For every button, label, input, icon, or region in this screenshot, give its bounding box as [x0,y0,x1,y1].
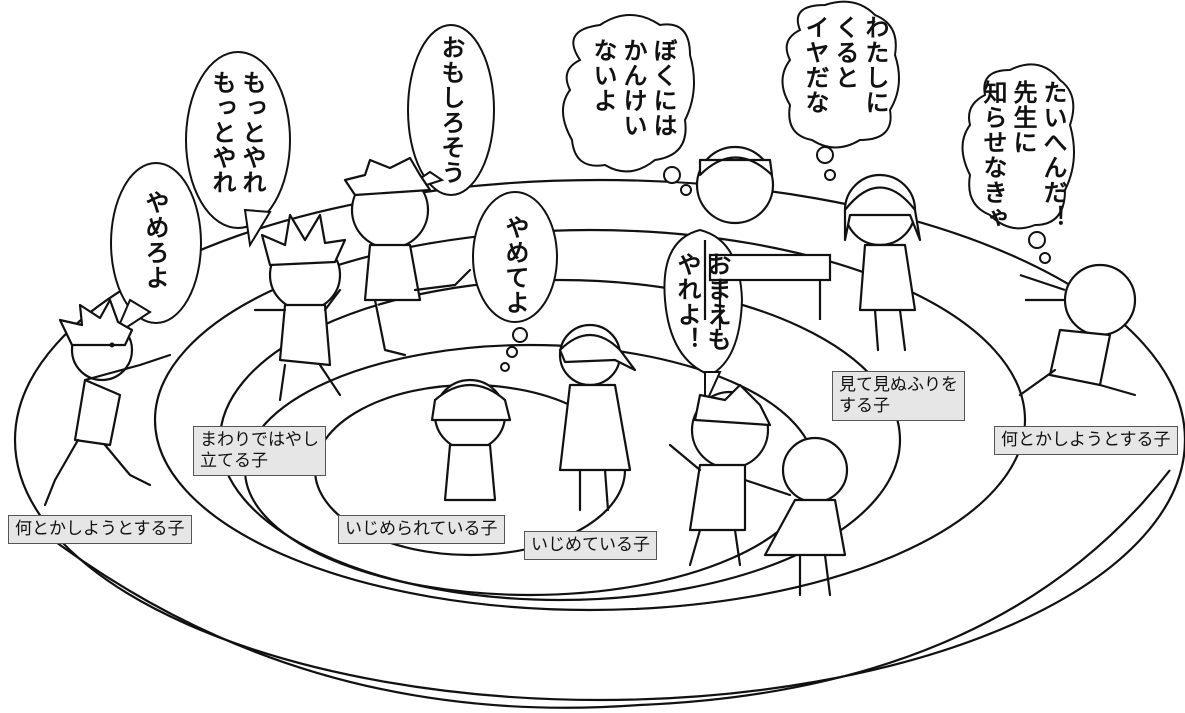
kid-laughing [343,156,472,357]
label-defenders-right: 何とかしようとする子 [994,426,1178,455]
thought-bubble-watashi [781,0,900,149]
speech-yamete: やめてよ [501,215,529,315]
ring-outer [14,178,1185,709]
speech-taihen: たいへんだ！ 先生に 知らせなきゃ [979,80,1067,230]
thought-bubble-taihen [961,63,1075,230]
kid-bullied-crying [430,378,512,502]
kid-girl-watching [843,173,922,352]
kid-cheering [253,213,347,402]
label-defenders-left: 何とかしようとする子 [8,515,192,544]
kid-stopping-left [43,298,172,507]
label-center-bullied: いじめられている子 [338,515,505,544]
speech-bokuni: ぼくには かんけい ないよ [589,38,677,138]
thought-bubble-bokuni [562,14,695,173]
speech-watashi: わたしに くると イヤだな [801,15,889,115]
speech-bubble-yamero [110,162,202,324]
kid-girl-arms-crossed [558,323,637,512]
speech-bubble-motto [185,51,291,229]
label-bullies: いじめている子 [524,531,657,560]
speech-yamero: やめろよ [141,190,169,290]
kid-girl-running-right [1018,263,1137,397]
speech-bubble-omoshiro [407,24,495,196]
ring-4 [153,228,1027,612]
kid-girl-pushed [763,436,849,597]
speech-omaemo: おまえも やれよ！ [673,252,731,352]
thought-bubble-tails [500,146,1051,372]
kid-bully-pushing [668,383,792,567]
speech-motto: もっとやれ もっとやれ [208,70,266,195]
speech-omoshiro: おもしろそう [437,35,465,185]
kid-boy-at-desk [695,145,832,330]
speech-bubble-yamete [472,191,558,323]
label-bystanders: 見て見ぬふりを する子 [832,371,965,421]
label-onlookers-cheering: まわりではやし 立てる子 [193,426,326,476]
